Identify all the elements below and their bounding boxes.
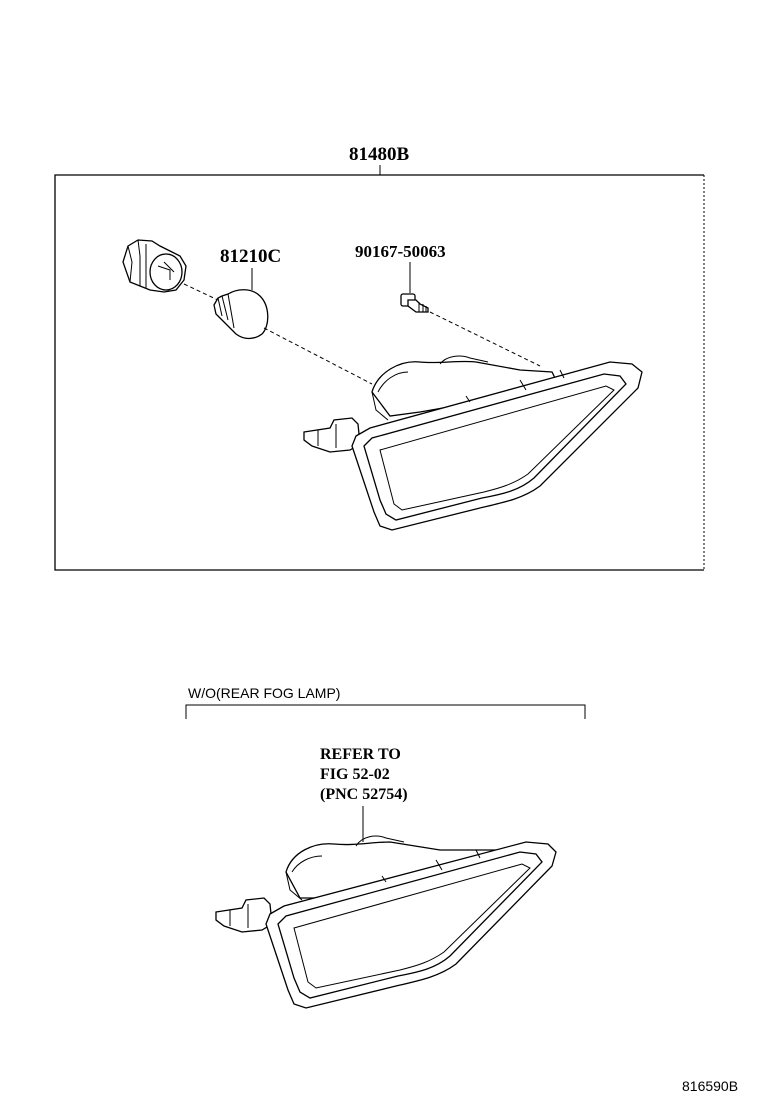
socket-to-bulb-dashline: [183, 283, 219, 301]
bulb-label[interactable]: 81210C: [220, 246, 281, 267]
variant-condition-label[interactable]: W/O(REAR FOG LAMP): [188, 685, 340, 701]
figure-id: 816590B: [682, 1078, 738, 1094]
refer-text-line2[interactable]: FIG 52-02: [320, 766, 390, 783]
variant-bracket: [185, 704, 586, 719]
screw-label[interactable]: 90167-50063: [355, 242, 446, 261]
refer-text-line3[interactable]: (PNC 52754): [320, 786, 408, 803]
variant-lamp-housing-part[interactable]: [215, 835, 557, 1009]
variant-group: W/O(REAR FOG LAMP) REFER TO FIG 52-02 (P…: [185, 685, 586, 842]
assembly-label[interactable]: 81480B: [349, 144, 410, 165]
screw-to-lamp-dashline: [429, 311, 541, 367]
refer-text-line1[interactable]: REFER TO: [320, 746, 401, 763]
bulb-part[interactable]: [213, 268, 269, 340]
screw-part[interactable]: [400, 262, 429, 313]
bulb-to-lamp-dashline: [263, 327, 373, 385]
socket-part[interactable]: [122, 239, 187, 293]
lamp-housing-part[interactable]: [303, 355, 643, 531]
assembly-group: 81480B: [54, 144, 705, 571]
assembly-frame: [54, 174, 704, 571]
